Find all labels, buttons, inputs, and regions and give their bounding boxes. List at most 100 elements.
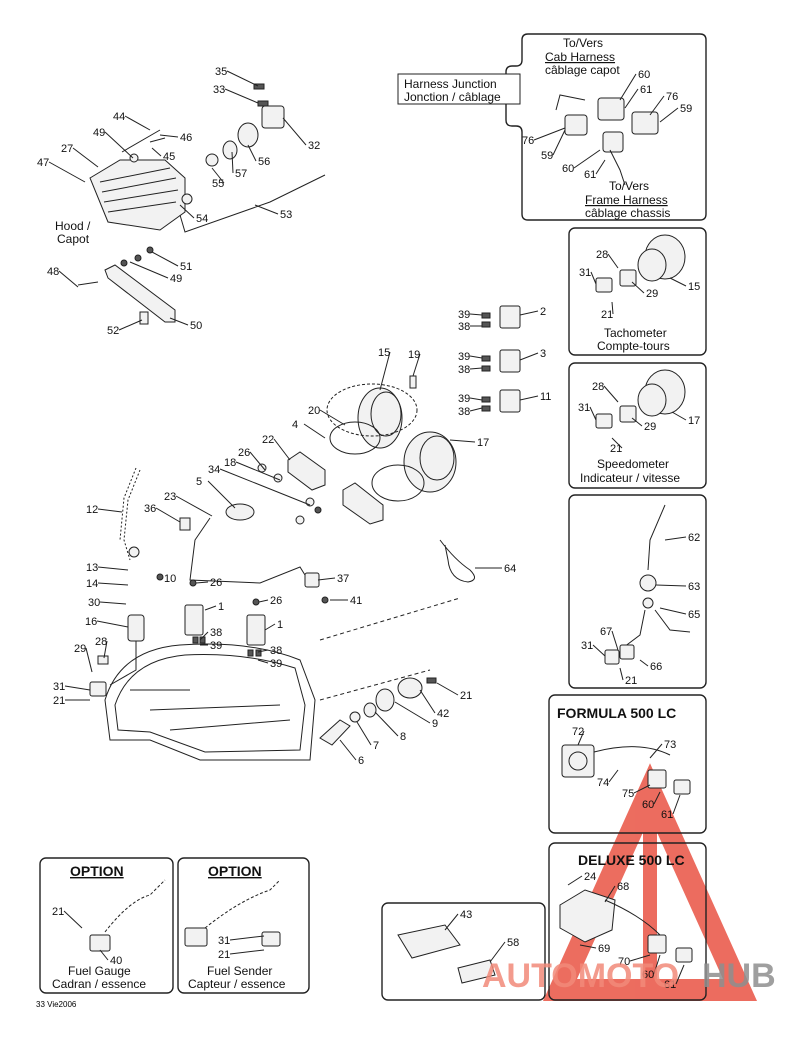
callout-leader <box>608 769 619 783</box>
callout-number: 74 <box>597 777 609 789</box>
callout-leader <box>631 281 645 294</box>
callout-number: 47 <box>37 157 49 169</box>
option-heading-2: OPTION <box>208 863 262 879</box>
callout-leader <box>258 599 269 603</box>
callout-number: 49 <box>170 273 182 285</box>
speedometer-label-fr: Indicateur / vitesse <box>580 471 680 485</box>
callout-leader <box>664 536 687 541</box>
callout-number: 46 <box>180 132 192 144</box>
callout-leader <box>211 167 225 184</box>
callout-leader <box>489 941 506 963</box>
callout-leader <box>629 954 651 962</box>
callout-number: 31 <box>53 681 65 693</box>
callout-number: 21 <box>52 906 64 918</box>
callout-leader <box>573 149 601 169</box>
tachometer-label: Tachometer <box>604 326 667 340</box>
callout-leader <box>48 161 86 183</box>
callout-leader <box>639 659 649 667</box>
callout-number: 23 <box>164 491 176 503</box>
svg-text:AUTOMOTO: AUTOMOTO <box>482 957 679 995</box>
option-parts <box>89 879 281 952</box>
speedometer-parts <box>595 369 686 429</box>
callout-number: 22 <box>262 434 274 446</box>
callout-leader <box>633 784 651 794</box>
callout-number: 60 <box>638 69 650 81</box>
fuel-gauge-label: Fuel Gauge <box>68 964 131 978</box>
callout-number: 6 <box>358 755 364 767</box>
callout-leader <box>611 630 619 651</box>
callout-number: 31 <box>581 640 593 652</box>
main-wiring-harness <box>104 467 461 761</box>
callout-number: 68 <box>617 881 629 893</box>
harness-junction-box <box>505 33 707 221</box>
callout-number: 40 <box>110 955 122 967</box>
callout-leader <box>469 367 483 370</box>
callout-number: 26 <box>270 595 282 607</box>
callout-leader <box>317 577 336 581</box>
callout-leader <box>519 310 539 316</box>
svg-text:câblage capot: câblage capot <box>545 63 620 77</box>
watermark-text: AUTOMOTO HUB <box>482 957 776 995</box>
callout-leader <box>159 134 179 138</box>
callout-leader <box>611 437 623 449</box>
callout-leader <box>282 117 307 146</box>
callout-number: 60 <box>642 799 654 811</box>
callout-number: 51 <box>180 261 192 273</box>
callout-number: 39 <box>270 658 282 670</box>
callout-number: 21 <box>218 949 230 961</box>
callout-number: 59 <box>680 103 692 115</box>
callout-leader <box>97 566 129 571</box>
callout-leader <box>151 147 162 157</box>
svg-text:HUB: HUB <box>702 957 776 995</box>
callout-leader <box>63 910 83 929</box>
callout-leader <box>653 791 661 805</box>
callout-number: 30 <box>88 597 100 609</box>
harness-junction-caption: Harness Junction Jonction / câblage <box>397 73 521 105</box>
svg-text:Cab Harness: Cab Harness <box>545 50 615 64</box>
callout-number: 61 <box>640 84 652 96</box>
callout-number: 52 <box>107 325 119 337</box>
callout-number: 31 <box>578 402 590 414</box>
callout-number: 39 <box>458 351 470 363</box>
callout-leader <box>603 385 619 403</box>
callout-number: 50 <box>190 320 202 332</box>
callout-number: 21 <box>601 309 613 321</box>
callout-number: 67 <box>600 626 612 638</box>
callout-leader <box>97 508 123 513</box>
callout-number: 24 <box>584 871 596 883</box>
callout-number: 20 <box>308 405 320 417</box>
callout-leader <box>226 70 259 87</box>
callout-number: 38 <box>458 321 470 333</box>
callout-number: 26 <box>210 577 222 589</box>
frame-harness-caption: To/Vers Frame Harness câblage chassis <box>585 179 670 220</box>
svg-text:Harness Junction: Harness Junction <box>404 77 497 91</box>
svg-text:Jonction / câblage: Jonction / câblage <box>404 90 501 104</box>
callout-number: 11 <box>540 391 551 403</box>
callout-number: 29 <box>74 643 86 655</box>
callout-leader <box>444 913 459 931</box>
callout-number: 44 <box>113 111 125 123</box>
callout-leader <box>577 730 585 746</box>
callout-number: 38 <box>458 406 470 418</box>
callout-number: 61 <box>661 809 673 821</box>
callout-number: 31 <box>579 267 591 279</box>
callout-leader <box>595 159 606 175</box>
callout-leader <box>118 319 143 331</box>
callout-number: 61 <box>664 979 676 991</box>
callout-number: 9 <box>432 718 438 730</box>
callout-number: 8 <box>400 731 406 743</box>
callout-number: 48 <box>47 266 59 278</box>
deluxe-heading: DELUXE 500 LC <box>578 852 685 868</box>
callout-number: 16 <box>85 616 97 628</box>
callout-leader <box>469 355 483 359</box>
callout-leader <box>264 623 276 631</box>
callout-number: 21 <box>53 695 65 707</box>
callout-number: 76 <box>522 135 534 147</box>
callout-leader <box>169 317 189 326</box>
callout-leader <box>469 313 483 316</box>
callout-number: 70 <box>618 956 630 968</box>
callout-number: 29 <box>644 421 656 433</box>
callout-leader <box>659 607 687 615</box>
callout-leader <box>671 411 687 421</box>
